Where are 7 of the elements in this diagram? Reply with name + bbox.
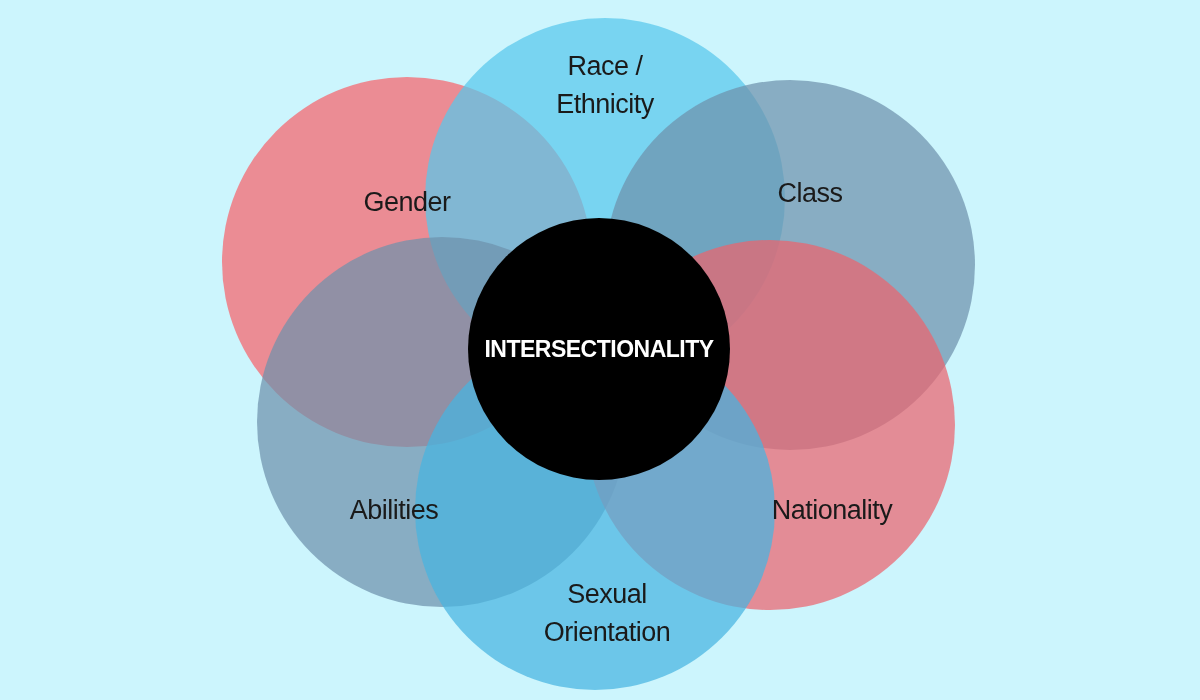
circle-label: Sexual Orientation (542, 575, 672, 651)
circle-label: Gender (347, 183, 467, 221)
circle-label: Abilities (324, 491, 464, 529)
circle-label: Nationality (752, 491, 912, 529)
circle-label: Class (750, 174, 870, 212)
circle-label: Race / Ethnicity (550, 47, 660, 123)
circle-label: INTERSECTIONALITY (479, 330, 719, 368)
